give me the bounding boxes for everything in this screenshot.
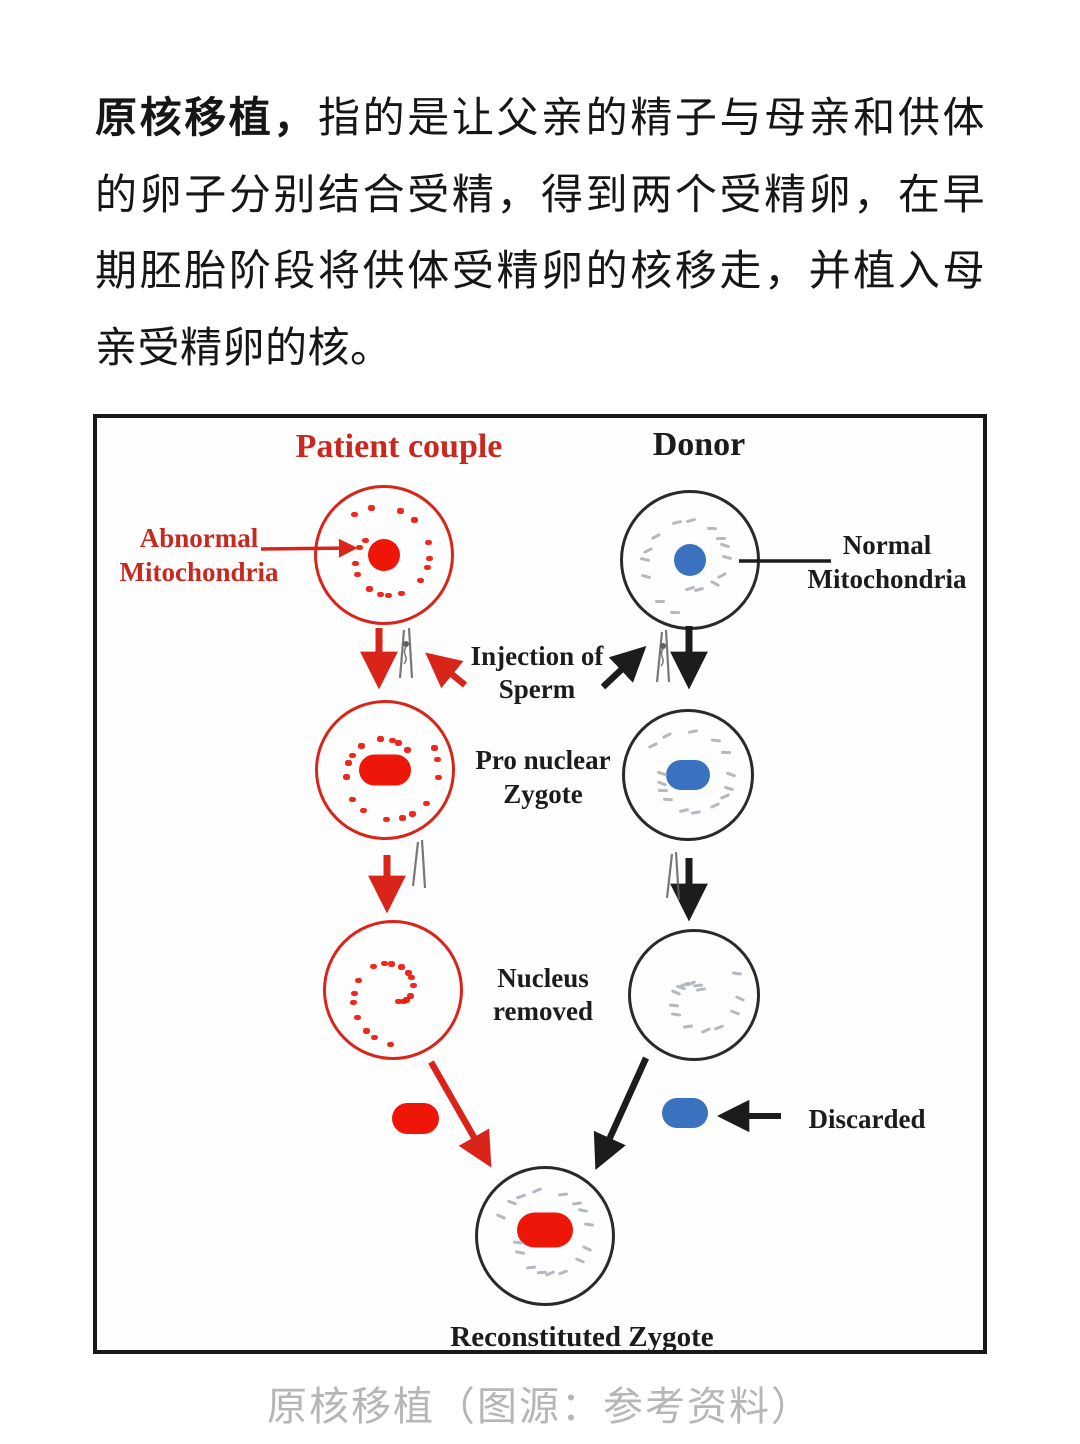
sperm-icon — [403, 641, 409, 647]
abnormal-mitochondrion-mark — [434, 756, 442, 762]
sperm-injection-arrow-right — [600, 645, 647, 690]
abnormal-mitochondrion-mark — [381, 960, 389, 967]
donor-cell-nucleus-removed — [628, 929, 760, 1061]
abnormal-mitochondrion-mark — [370, 1034, 378, 1041]
abnormal-mitochondrion-mark — [350, 990, 358, 997]
injection-needle-right — [655, 629, 671, 683]
sperm-icon — [660, 643, 666, 649]
sperm-injection-arrow-left — [425, 652, 468, 689]
donor-label: Donor — [652, 426, 746, 463]
intro-text: 指的是让父亲的精子与母亲和供体的卵子分别结合受精，得到两个受精卵，在早期胚胎阶段… — [95, 94, 985, 371]
patient-cell-nucleus-removed — [323, 920, 463, 1060]
abnormal-mitochondrion-mark — [395, 998, 403, 1005]
abnormal-mitochondrion-mark — [434, 774, 442, 781]
abnormal-mitochondrion-mark — [406, 993, 414, 999]
patient-couple-label: Patient couple — [295, 428, 503, 465]
transferred-patient-pronuclei — [517, 1212, 573, 1248]
patient-pronuclei — [359, 754, 411, 786]
abnormal-mitochondrion-mark — [345, 760, 353, 766]
abnormal-mitochondrion-mark — [368, 505, 376, 511]
patient-egg-cell — [314, 485, 454, 625]
abnormal-mitochondrion-mark — [424, 539, 432, 546]
abnormal-mitochondrion-mark — [404, 747, 412, 753]
abnormal-mitochondrion-mark — [383, 816, 391, 823]
abnormal-mitochondrion-mark — [376, 736, 384, 742]
abnormal-mitochondrion-mark — [402, 997, 410, 1003]
abnormal-mitochondrion-mark — [430, 745, 438, 751]
donor-zygote-cell — [622, 709, 754, 841]
patient-pronucleus-extracted — [392, 1103, 439, 1134]
abnormal-mitochondrion-mark — [377, 591, 385, 598]
abnormal-mitochondrion-mark — [362, 537, 370, 543]
diagram-arrows-layer — [260, 538, 831, 1170]
abnormal-mitochondrion-mark — [422, 800, 430, 807]
abnormal-mitochondrion-mark — [351, 560, 359, 567]
abnormal-mitochondrion-mark — [409, 811, 417, 817]
abnormal-mitochondrion-mark — [351, 511, 359, 518]
abnormal-mitochondria-label: Abnormal Mitochondria — [119, 523, 279, 587]
abnormal-mitochondrion-mark — [397, 964, 405, 970]
abnormal-mitochondrion-mark — [407, 974, 415, 981]
patient-nucleus — [368, 539, 400, 571]
abnormal-mitochondrion-mark — [342, 774, 350, 780]
abnormal-mitochondrion-mark — [398, 590, 406, 597]
intro-term: 原核移植， — [95, 94, 319, 141]
abnormal-mitochondrion-mark — [404, 970, 412, 976]
reconstituted-zygote-cell — [475, 1166, 615, 1306]
abnormal-mitochondrion-mark — [350, 999, 358, 1006]
abnormal-mitochondrion-mark — [365, 586, 373, 592]
abnormal-mitochondrion-mark — [409, 982, 417, 989]
abnormal-mitochondrion-mark — [357, 743, 365, 749]
abnormal-mitochondrion-mark — [370, 963, 378, 970]
enucleation-needle-left — [411, 839, 427, 889]
normal-mitochondria-label: Normal Mitochondria — [807, 530, 967, 594]
abnormal-mitochondrion-mark — [399, 815, 407, 821]
patient-zygote-cell — [315, 700, 455, 840]
abnormal-mitochondrion-mark — [416, 577, 424, 584]
donor-nucleus — [674, 544, 706, 576]
reconstituted-zygote-label: Reconstituted Zygote — [450, 1321, 714, 1353]
discarded-label: Discarded — [808, 1104, 926, 1134]
abnormal-mitochondrion-mark — [385, 592, 393, 599]
enucleation-needle-right — [665, 851, 681, 901]
abnormal-mitochondrion-mark — [396, 508, 404, 514]
abnormal-mitochondrion-mark — [411, 517, 419, 523]
abnormal-mitochondrion-mark — [395, 740, 403, 746]
donor-pronuclei — [666, 760, 710, 790]
nucleus-transfer-arrow — [428, 1060, 492, 1168]
abnormal-mitochondrion-mark — [355, 544, 363, 551]
abnormal-mitochondrion-mark — [386, 1041, 394, 1048]
pronuclear-transfer-diagram: Patient couple Donor Abnormal Mitochondr… — [93, 414, 987, 1354]
abnormal-mitochondrion-mark — [354, 571, 362, 578]
donor-pronucleus-discarded — [662, 1098, 708, 1128]
abnormal-mitochondrion-mark — [359, 807, 367, 814]
abnormal-mitochondrion-mark — [353, 1014, 361, 1021]
injection-of-sperm-label: Injection of Sperm — [470, 641, 604, 704]
abnormal-mitochondrion-mark — [388, 737, 396, 744]
figure-caption: 原核移植（图源：参考资料） — [267, 1385, 813, 1429]
abnormal-mitochondrion-mark — [355, 977, 363, 984]
abnormal-mitochondrion-mark — [423, 564, 431, 571]
injection-needle-left — [398, 627, 414, 679]
pronuclear-zygote-label: Pro nuclear Zygote — [475, 745, 611, 809]
abnormal-mitochondrion-mark — [349, 796, 357, 803]
abnormal-mitochondria-pointer-line — [260, 538, 358, 558]
nucleus-removed-label: Nucleus removed — [493, 963, 593, 1026]
intro-paragraph: 原核移植，指的是让父亲的精子与母亲和供体的卵子分别结合受精，得到两个受精卵，在早… — [95, 80, 985, 386]
donor-cytoplast-arrow — [593, 1056, 649, 1170]
abnormal-mitochondrion-mark — [362, 1028, 370, 1034]
abnormal-mitochondrion-mark — [388, 961, 396, 967]
abnormal-mitochondrion-mark — [425, 555, 433, 561]
abnormal-mitochondrion-mark — [348, 752, 356, 759]
